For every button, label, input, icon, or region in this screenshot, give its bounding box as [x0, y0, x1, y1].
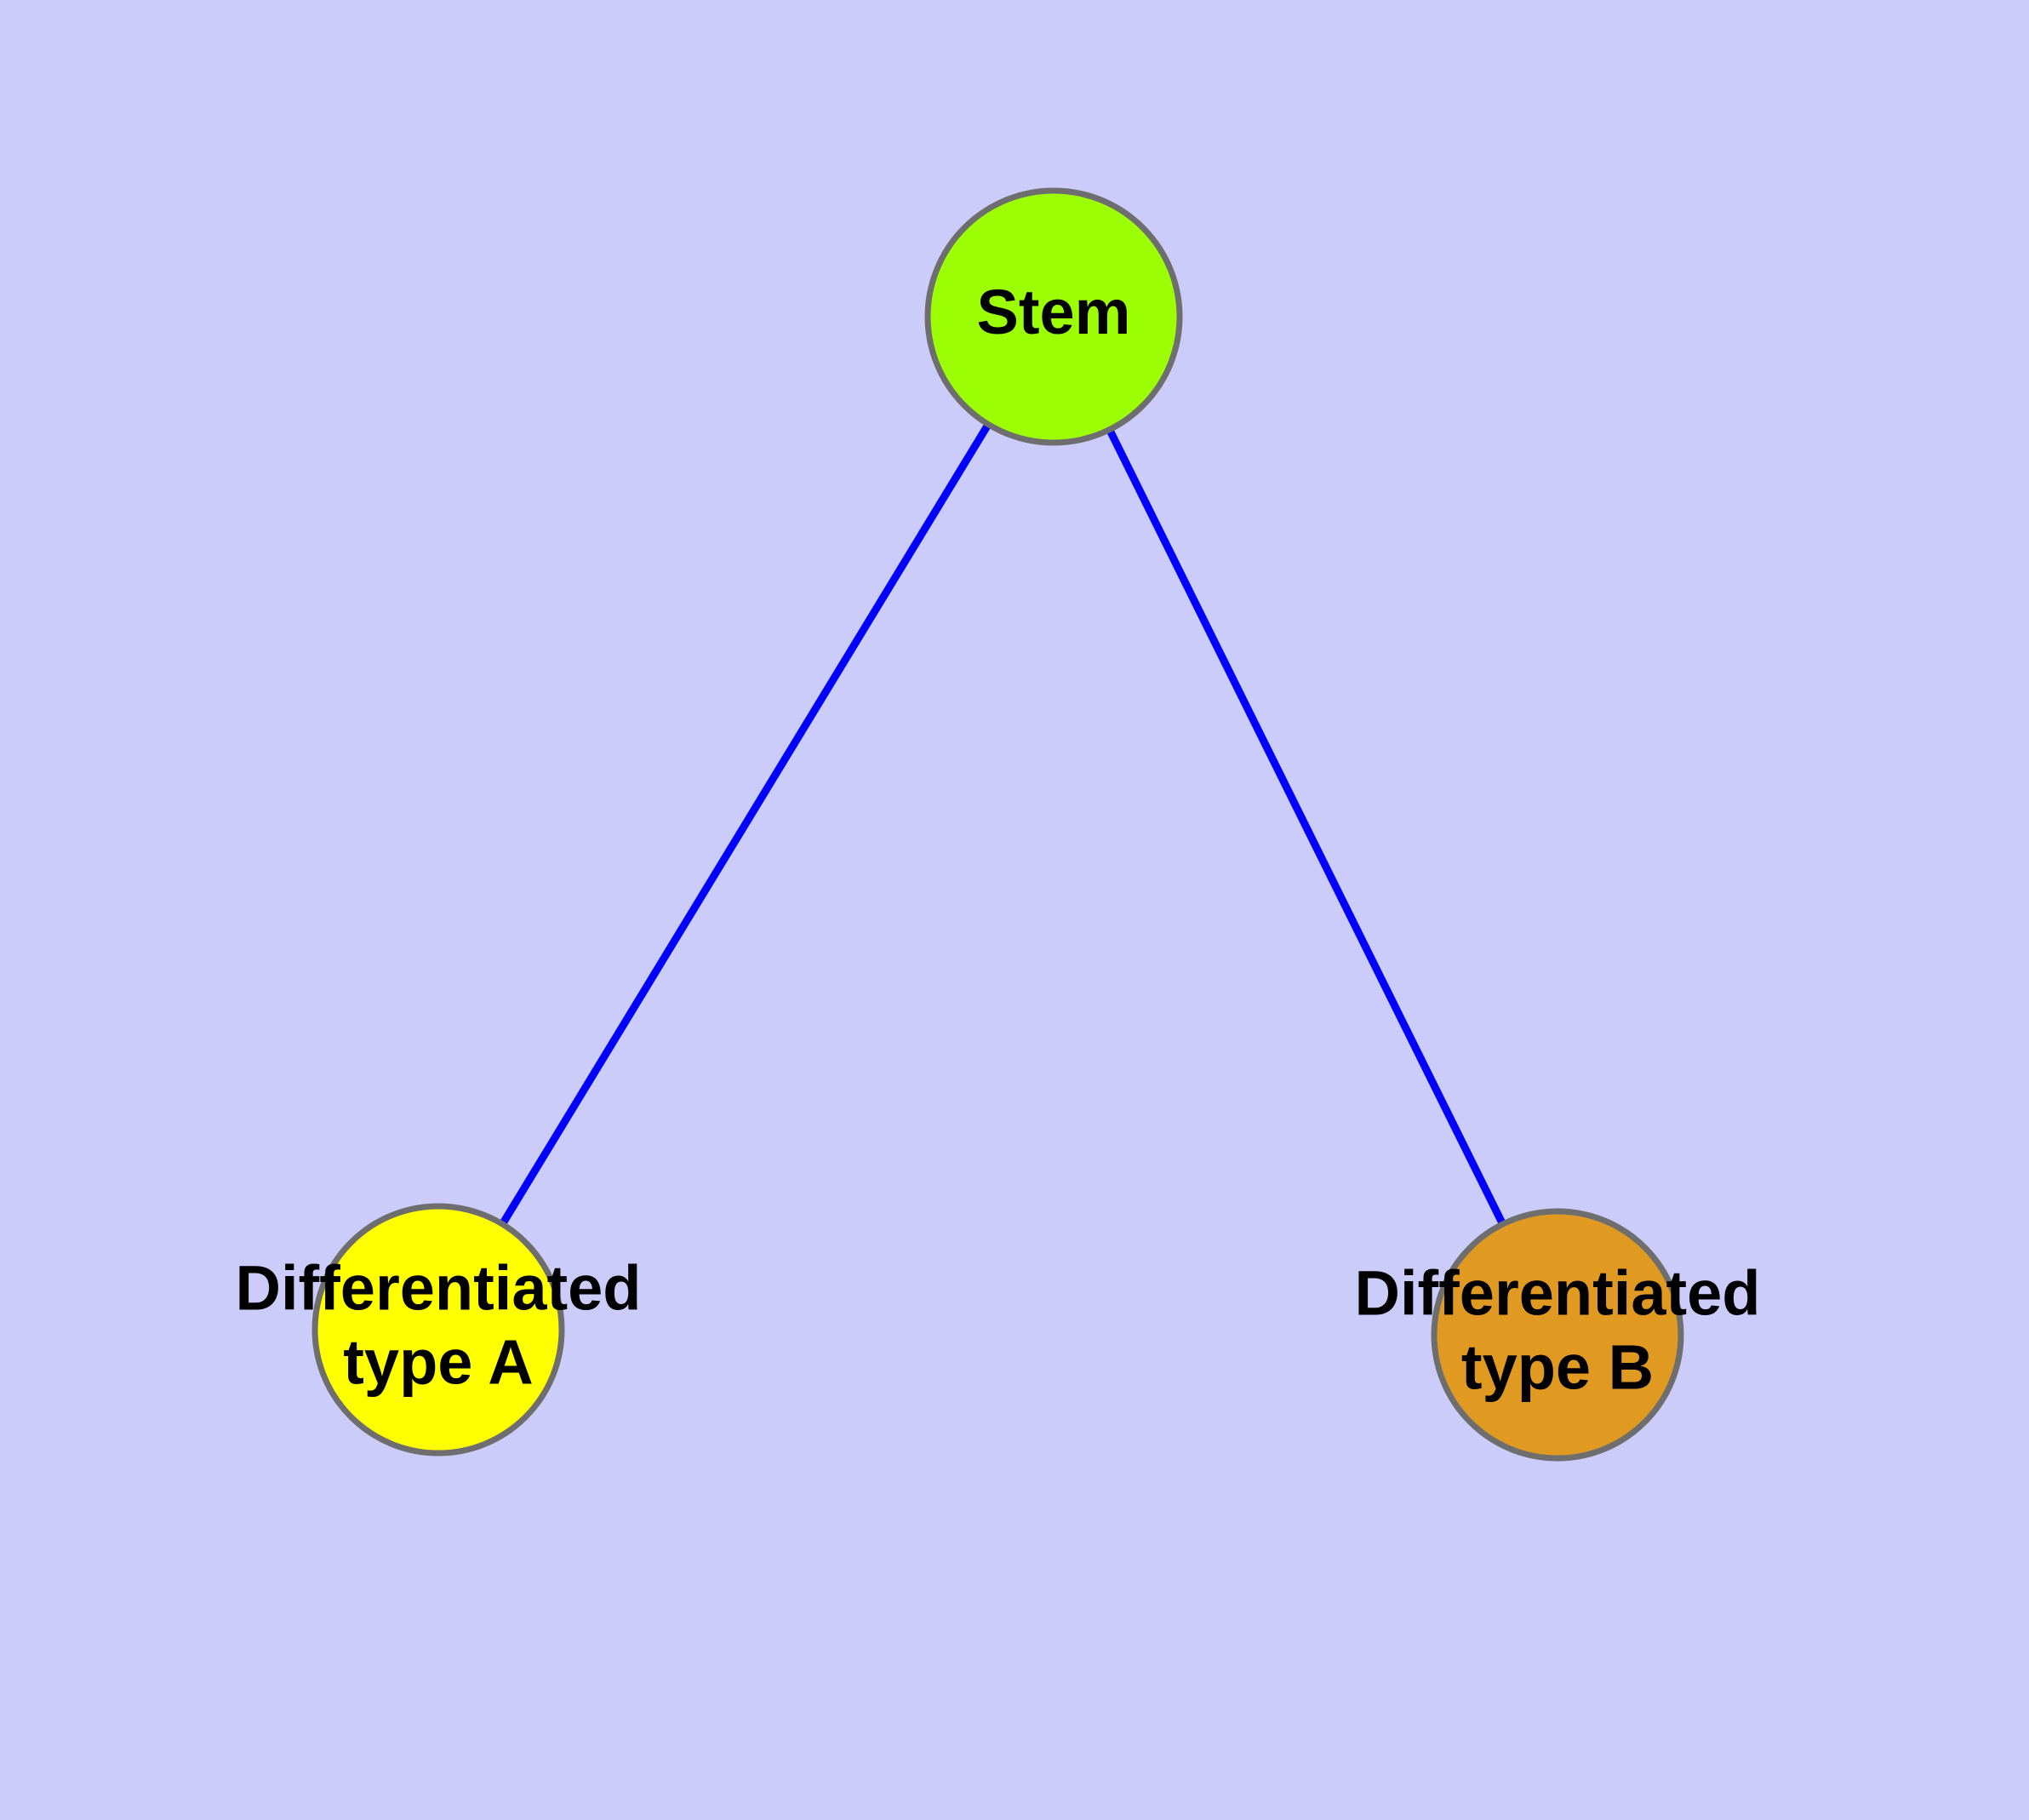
node-circle-diff_a[interactable]	[311, 1203, 565, 1457]
edge-stem-diff_b[interactable]	[1104, 425, 1508, 1229]
node-label-line: Differentiated	[1355, 1257, 1761, 1328]
node-label-line: type A	[343, 1326, 533, 1397]
node-stem[interactable]: Stem	[924, 187, 1183, 446]
edge-layer	[497, 419, 1508, 1229]
node-circle-diff_b[interactable]	[1431, 1208, 1684, 1462]
node-label-line: Differentiated	[236, 1252, 642, 1323]
node-label-line: type B	[1461, 1331, 1654, 1402]
node-label-stem: Stem	[977, 277, 1131, 347]
node-circle-stem[interactable]	[924, 187, 1183, 446]
node-label-line: Stem	[977, 277, 1131, 347]
edge-stem-diff_a[interactable]	[497, 419, 994, 1229]
